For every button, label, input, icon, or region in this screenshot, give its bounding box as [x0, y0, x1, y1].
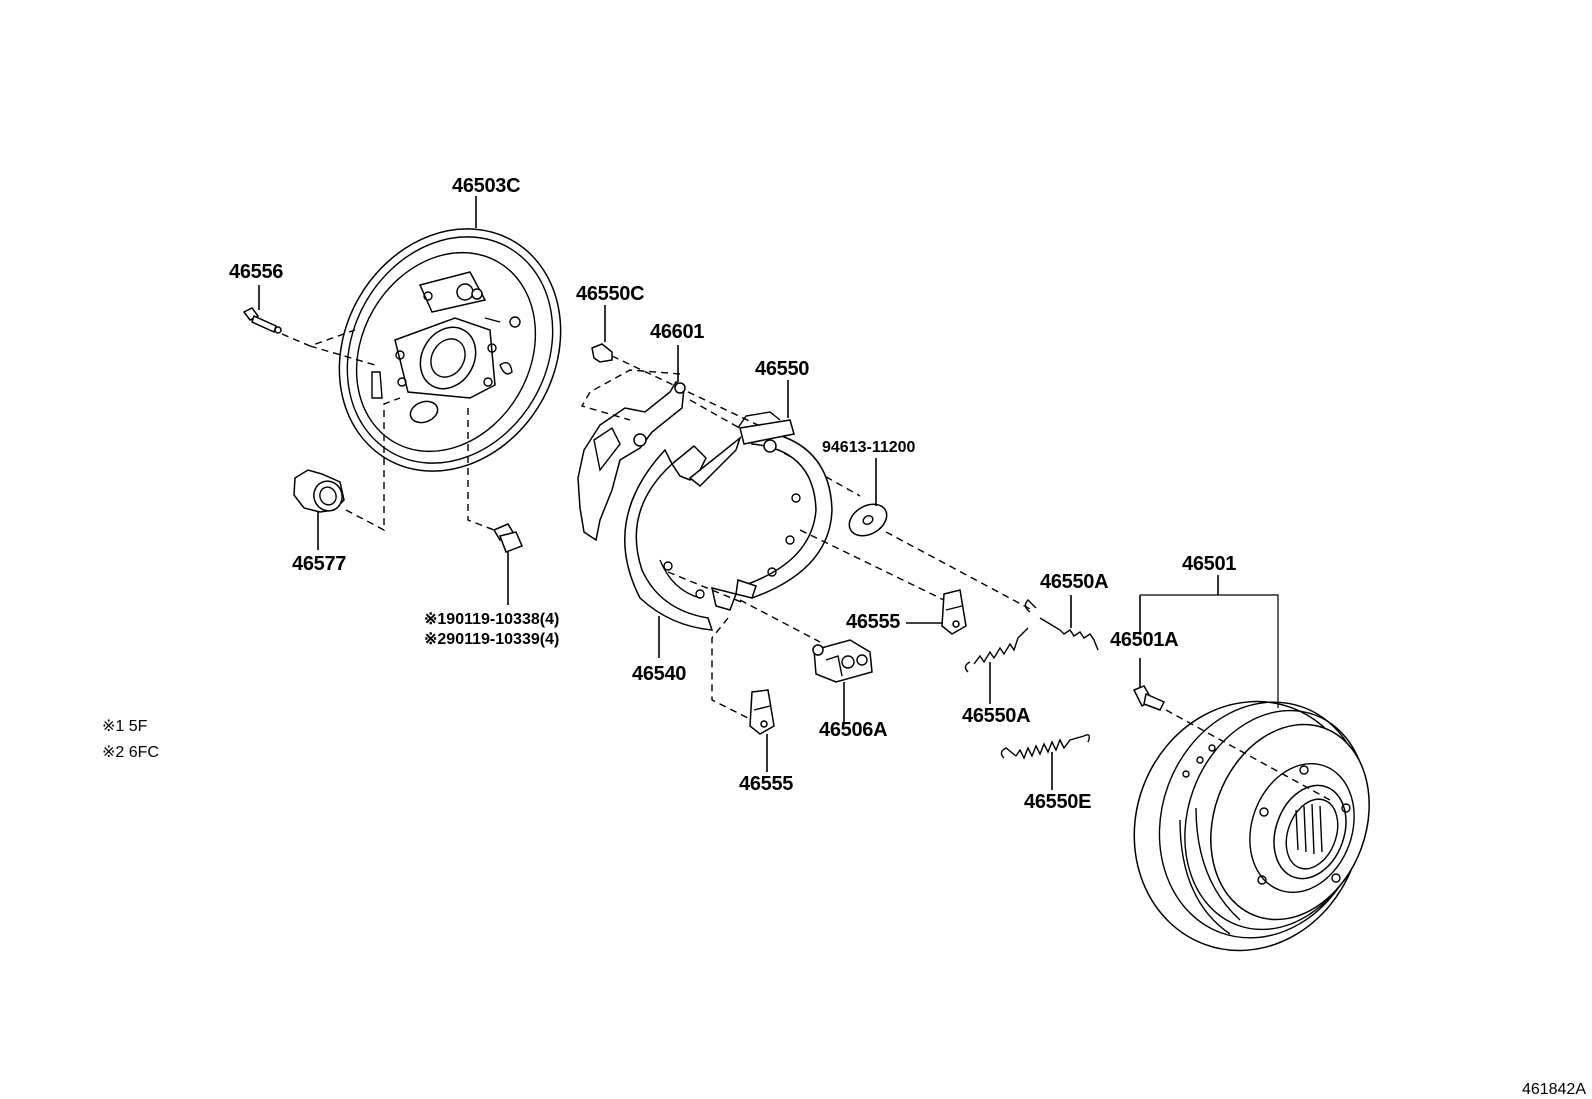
label-46550C: 46550C [576, 283, 644, 305]
hub-bolt-46501A[interactable] [1132, 685, 1166, 711]
legend-note-1: ※1 5F [102, 718, 148, 735]
parking-brake-lever-46601[interactable] [577, 380, 686, 542]
label-46550: 46550 [755, 358, 809, 380]
label-90119-10338: ※190119-10338(4) [424, 611, 559, 628]
label-46550E: 46550E [1024, 791, 1091, 813]
adjuster-46506A[interactable] [812, 639, 873, 683]
legend-note-2: ※2 6FC [102, 744, 159, 761]
figure-id: 461842A [1522, 1081, 1586, 1098]
label-46501A: 46501A [1110, 629, 1178, 651]
clip-46555-bottom[interactable] [749, 689, 775, 735]
label-46506A: 46506A [819, 719, 887, 741]
label-46577: 46577 [292, 553, 346, 575]
clip-46550C[interactable] [591, 343, 613, 363]
bolt-46556[interactable] [242, 307, 282, 334]
plug-46577[interactable] [293, 469, 346, 515]
backing-plate-46503C[interactable] [296, 188, 604, 511]
spring-46550E[interactable] [1000, 734, 1091, 760]
label-46550A-lower: 46550A [962, 705, 1030, 727]
brake-drum-46501[interactable] [1100, 669, 1397, 982]
label-46555-top: 46555 [846, 611, 900, 633]
washer-94613-11200[interactable] [844, 498, 893, 542]
label-46503C: 46503C [452, 175, 520, 197]
label-46540: 46540 [632, 663, 686, 685]
brake-shoe-46540[interactable] [624, 435, 742, 631]
label-46555-bottom: 46555 [739, 773, 793, 795]
clip-46555-top[interactable] [941, 589, 967, 635]
label-46501: 46501 [1182, 553, 1236, 575]
bolt-90119[interactable] [492, 523, 523, 553]
label-90119-10339: ※290119-10339(4) [424, 631, 559, 648]
label-46556: 46556 [229, 261, 283, 283]
label-46550A-upper: 46550A [1040, 571, 1108, 593]
spring-46550A-upper[interactable] [1024, 599, 1099, 651]
brake-shoe-46550[interactable] [735, 411, 833, 599]
label-46601: 46601 [650, 321, 704, 343]
label-94613-11200: 94613-11200 [822, 439, 916, 456]
spring-46550A-lower[interactable] [964, 627, 1029, 673]
